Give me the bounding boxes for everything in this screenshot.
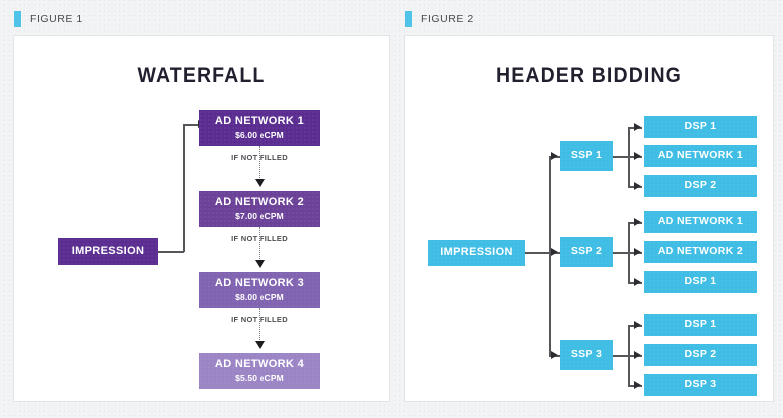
hb-ssp-1-bidder-3-arrow-icon bbox=[634, 181, 641, 190]
figure-2-panel: HEADER BIDDING IMPRESSION SSP 1 DSP 1 bbox=[405, 36, 773, 401]
figure-2-label: FIGURE 2 bbox=[405, 10, 474, 28]
hb-impression-node[interactable]: IMPRESSION bbox=[428, 240, 525, 266]
waterfall-step-4-name: AD NETWORK 4 bbox=[214, 358, 305, 371]
hb-ssp-1-arrow-icon bbox=[551, 151, 558, 160]
hb-ssp-2-bidder-3-label: DSP 1 bbox=[684, 275, 717, 288]
waterfall-step-2-ecpm: $7.00 eCPM bbox=[235, 210, 284, 221]
hb-ssp-2-arrow-icon bbox=[551, 247, 558, 256]
waterfall-dotted-connector-3 bbox=[259, 308, 260, 344]
figure-1-label: FIGURE 1 bbox=[14, 10, 83, 28]
hb-ssp-1-bidder-2-arrow-icon bbox=[634, 151, 641, 160]
waterfall-step-3-name: AD NETWORK 3 bbox=[214, 277, 305, 290]
waterfall-step-3-ecpm: $8.00 eCPM bbox=[235, 291, 284, 302]
hb-ssp-1-bidder-1-label: DSP 1 bbox=[684, 120, 717, 133]
hb-entry-connector bbox=[525, 252, 550, 254]
hb-ssp-2-bidder-2-arrow-icon bbox=[634, 247, 641, 256]
hb-ssp-3-bidder-1[interactable]: DSP 1 bbox=[644, 314, 757, 336]
figure-label-bar-icon bbox=[405, 11, 412, 27]
hb-impression-label: IMPRESSION bbox=[440, 246, 513, 259]
hb-ssp-2-node[interactable]: SSP 2 bbox=[560, 237, 613, 267]
waterfall-step-1-name: AD NETWORK 1 bbox=[214, 115, 305, 128]
figure-1-panel: WATERFALL IMPRESSION AD NETWORK 1 $6.00 … bbox=[14, 36, 389, 401]
hb-ssp-3-bidder-2-label: DSP 2 bbox=[684, 348, 717, 361]
waterfall-dotted-connector-2 bbox=[259, 227, 260, 263]
figure-2-container: FIGURE 2 HEADER BIDDING IMPRESSION SSP 1… bbox=[405, 10, 773, 408]
hb-ssp-2-bidder-2[interactable]: AD NETWORK 2 bbox=[644, 241, 757, 263]
waterfall-dotted-arrow-icon-1 bbox=[254, 179, 265, 187]
figure-2-label-text: FIGURE 2 bbox=[421, 13, 474, 25]
hb-ssp-1-bidder-1[interactable]: DSP 1 bbox=[644, 116, 757, 138]
waterfall-impression-label: IMPRESSION bbox=[71, 244, 145, 257]
entry-connector-horizontal-2 bbox=[183, 124, 199, 126]
waterfall-step-4[interactable]: AD NETWORK 4 $5.50 eCPM bbox=[199, 353, 320, 389]
waterfall-step-3[interactable]: AD NETWORK 3 $8.00 eCPM bbox=[199, 272, 320, 308]
hb-ssp-3-bidder-1-arrow-icon bbox=[634, 320, 641, 329]
hb-ssp-1-bidder-3[interactable]: DSP 2 bbox=[644, 175, 757, 197]
figure-1-container: FIGURE 1 WATERFALL IMPRESSION AD NETWORK… bbox=[14, 10, 389, 408]
hb-ssp-2-bidder-1[interactable]: AD NETWORK 1 bbox=[644, 211, 757, 233]
hb-ssp-3-arrow-icon bbox=[551, 350, 558, 359]
hb-ssp-3-label: SSP 3 bbox=[570, 348, 603, 361]
figure-1-label-text: FIGURE 1 bbox=[30, 13, 83, 25]
hb-ssp-1-bidder-2-label: AD NETWORK 1 bbox=[657, 149, 744, 162]
hb-ssp-2-stem bbox=[613, 252, 629, 254]
figure-label-bar-icon bbox=[14, 11, 21, 27]
entry-connector-vertical bbox=[183, 124, 185, 252]
waterfall-step-1-ecpm: $6.00 eCPM bbox=[235, 129, 284, 140]
hb-ssp-1-label: SSP 1 bbox=[570, 149, 603, 162]
waterfall-dotted-arrow-icon-2 bbox=[254, 260, 265, 268]
hb-ssp-1-node[interactable]: SSP 1 bbox=[560, 141, 613, 171]
waterfall-step-1[interactable]: AD NETWORK 1 $6.00 eCPM bbox=[199, 110, 320, 146]
hb-ssp-1-bidder-1-arrow-icon bbox=[634, 122, 641, 131]
waterfall-condition-label-2: IF NOT FILLED bbox=[231, 234, 288, 243]
waterfall-step-2-name: AD NETWORK 2 bbox=[214, 196, 305, 209]
hb-ssp-2-bidder-3-arrow-icon bbox=[634, 277, 641, 286]
waterfall-dotted-arrow-icon-3 bbox=[254, 341, 265, 349]
hb-ssp-3-bidder-1-label: DSP 1 bbox=[684, 318, 717, 331]
hb-ssp-3-stem bbox=[613, 355, 629, 357]
entry-connector-horizontal-1 bbox=[158, 251, 184, 253]
hb-ssp-3-bidder-2-arrow-icon bbox=[634, 350, 641, 359]
hb-ssp-2-bidder-2-label: AD NETWORK 2 bbox=[657, 245, 744, 258]
hb-ssp-2-bidder-1-arrow-icon bbox=[634, 217, 641, 226]
hb-ssp-3-bidder-3-label: DSP 3 bbox=[684, 378, 717, 391]
hb-ssp-2-bidder-1-label: AD NETWORK 1 bbox=[657, 215, 744, 228]
waterfall-step-2[interactable]: AD NETWORK 2 $7.00 eCPM bbox=[199, 191, 320, 227]
hb-distribution-bus bbox=[549, 156, 551, 356]
hb-ssp-2-bidder-3[interactable]: DSP 1 bbox=[644, 271, 757, 293]
waterfall-step-4-ecpm: $5.50 eCPM bbox=[235, 372, 284, 383]
hb-ssp-2-label: SSP 2 bbox=[570, 245, 603, 258]
waterfall-condition-label-1: IF NOT FILLED bbox=[231, 153, 288, 162]
hb-ssp-1-bidder-2[interactable]: AD NETWORK 1 bbox=[644, 145, 757, 167]
figure-2-title: HEADER BIDDING bbox=[496, 64, 682, 87]
waterfall-impression-node[interactable]: IMPRESSION bbox=[58, 238, 158, 265]
figure-1-title: WATERFALL bbox=[137, 64, 266, 87]
waterfall-dotted-connector-1 bbox=[259, 146, 260, 182]
hb-ssp-3-bidder-3[interactable]: DSP 3 bbox=[644, 374, 757, 396]
waterfall-condition-label-3: IF NOT FILLED bbox=[231, 315, 288, 324]
hb-ssp-3-node[interactable]: SSP 3 bbox=[560, 340, 613, 370]
hb-ssp-3-bidder-3-arrow-icon bbox=[634, 380, 641, 389]
hb-ssp-3-bidder-2[interactable]: DSP 2 bbox=[644, 344, 757, 366]
hb-ssp-1-stem bbox=[613, 156, 629, 158]
hb-ssp-1-bidder-3-label: DSP 2 bbox=[684, 179, 717, 192]
